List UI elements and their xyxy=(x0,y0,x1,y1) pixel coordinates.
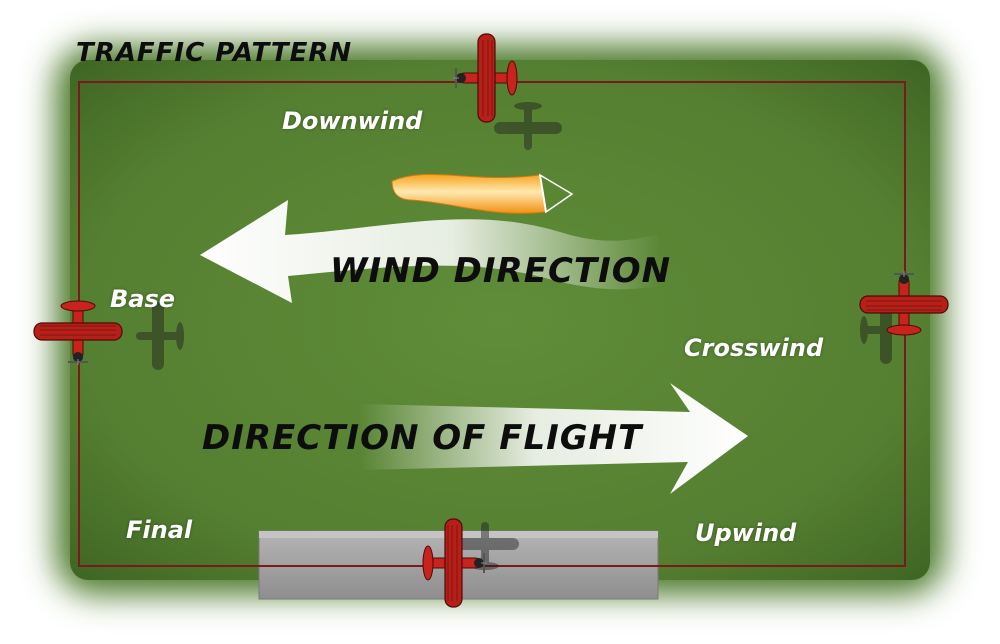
flight-direction-arrow xyxy=(360,383,748,494)
crosswind-label: Crosswind xyxy=(684,334,824,362)
final-label: Final xyxy=(126,516,193,544)
upwind-label: Upwind xyxy=(695,519,797,547)
diagram-title: TRAFFIC PATTERN xyxy=(76,38,353,68)
downwind-label: Downwind xyxy=(282,107,423,135)
wind-direction-label: WIND DIRECTION xyxy=(330,251,672,291)
windsock-icon xyxy=(391,173,574,214)
base-label: Base xyxy=(110,285,176,313)
wind-direction-arrow xyxy=(200,200,660,303)
flight-direction-label: DIRECTION OF FLIGHT xyxy=(202,418,643,458)
